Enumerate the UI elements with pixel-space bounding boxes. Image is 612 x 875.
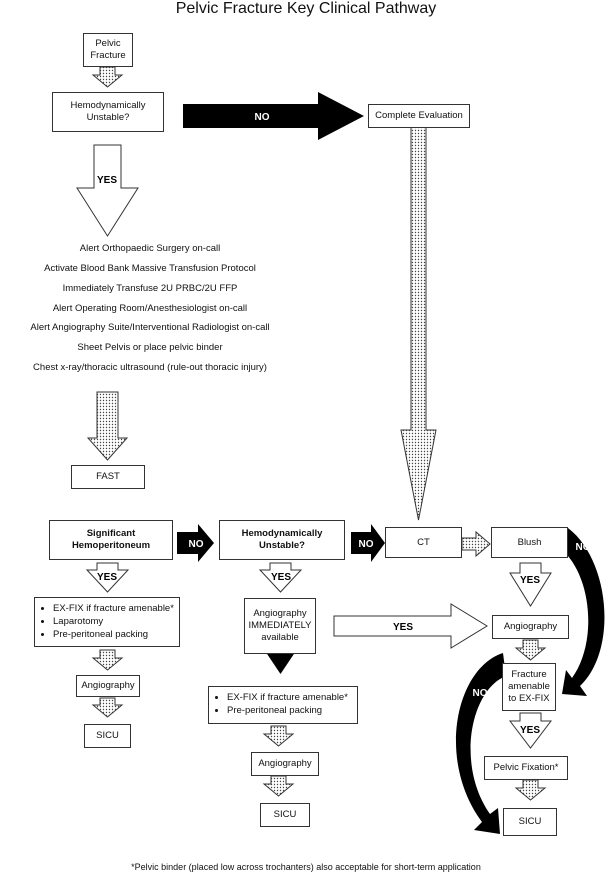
label-yes-blush: YES <box>520 575 540 586</box>
black-arrow-no-top <box>183 92 364 140</box>
box-significant-hemoperitoneum: Significant Hemoperitoneum <box>49 520 173 560</box>
box-angiography-right: Angiography <box>492 615 569 639</box>
left-action-3: Pre-peritoneal packing <box>53 628 175 641</box>
label-yes-fracture: YES <box>520 725 540 736</box>
step-1: Alert Orthopaedic Surgery on-call <box>79 243 221 254</box>
box-angiography-left: Angiography <box>76 675 140 697</box>
step-5: Alert Angiography Suite/Interventional R… <box>30 322 270 333</box>
left-action-1: EX-FIX if fracture amenable* <box>53 602 175 615</box>
black-arrow-no-left <box>177 524 214 562</box>
middle-action-1: EX-FIX if fracture amenable* <box>227 691 353 704</box>
label-no-blush: NO <box>576 542 591 553</box>
step-7: Chest x-ray/thoracic ultrasound (rule-ou… <box>33 362 267 373</box>
label-no-middle: NO <box>359 539 374 550</box>
label-yes-main: YES <box>97 175 117 186</box>
box-sicu-left: SICU <box>84 724 131 748</box>
dotted-arrow-1 <box>91 66 124 88</box>
label-no-top: NO <box>255 112 270 123</box>
box-complete-evaluation: Complete Evaluation <box>368 104 470 128</box>
label-no-fracture: NO <box>473 688 488 699</box>
box-angiography-available: Angiography IMMEDIATELY available <box>244 598 316 654</box>
box-hemo-unstable-1: Hemodynamically Unstable? <box>52 92 164 132</box>
dotted-arrow-left-1 <box>91 649 124 671</box>
label-yes-left: YES <box>97 572 117 583</box>
black-curve-no-fracture <box>455 653 506 834</box>
black-curve-no-blush <box>560 528 605 696</box>
label-yes-angio: YES <box>393 622 413 633</box>
box-ct: CT <box>385 527 462 558</box>
dotted-arrow-right-2 <box>514 779 547 801</box>
step-4: Alert Operating Room/Anesthesiologist on… <box>52 303 248 314</box>
box-pelvic-fixation: Pelvic Fixation* <box>484 756 568 780</box>
dotted-arrow-left-2 <box>91 697 124 718</box>
white-arrow-yes-blush <box>509 562 552 607</box>
dotted-arrow-ct-blush <box>461 530 491 558</box>
box-pelvic-fracture: Pelvic Fracture <box>83 33 133 67</box>
box-angiography-middle: Angiography <box>251 752 319 776</box>
white-arrow-yes-fracture <box>508 712 553 749</box>
footnote: *Pelvic binder (placed low across trocha… <box>131 862 481 872</box>
middle-action-2: Pre-peritoneal packing <box>227 704 353 717</box>
white-arrow-yes-left <box>85 562 130 593</box>
white-arrow-yes-angio <box>333 603 488 649</box>
dotted-arrow-mid-1 <box>262 725 295 747</box>
label-no-left: NO <box>189 539 204 550</box>
black-arrow-no-middle <box>351 524 385 562</box>
middle-actions-box: EX-FIX if fracture amenable* Pre-periton… <box>208 686 358 724</box>
box-blush: Blush <box>491 527 568 558</box>
dotted-arrow-mid-2 <box>262 775 295 797</box>
dotted-arrow-ce-ct <box>400 123 437 521</box>
step-2: Activate Blood Bank Massive Transfusion … <box>44 263 256 274</box>
step-6: Sheet Pelvis or place pelvic binder <box>77 342 223 353</box>
label-yes-middle: YES <box>271 572 291 583</box>
dotted-arrow-right-1 <box>514 639 547 661</box>
step-3: Immediately Transfuse 2U PRBC/2U FFP <box>62 283 238 294</box>
box-fracture-amenable: Fracture amenable to EX-FIX <box>502 663 556 711</box>
white-arrow-yes-middle <box>258 562 303 593</box>
left-actions-box: EX-FIX if fracture amenable* Laparotomy … <box>34 597 180 647</box>
box-fast: FAST <box>71 465 145 489</box>
box-hemo-unstable-2: Hemodynamically Unstable? <box>219 520 345 560</box>
box-sicu-middle: SICU <box>260 803 310 827</box>
white-arrow-yes-main <box>76 144 139 237</box>
left-action-2: Laparotomy <box>53 615 175 628</box>
dotted-arrow-fast <box>86 391 129 461</box>
page-title: Pelvic Fracture Key Clinical Pathway <box>175 0 437 17</box>
box-sicu-right: SICU <box>503 808 557 836</box>
